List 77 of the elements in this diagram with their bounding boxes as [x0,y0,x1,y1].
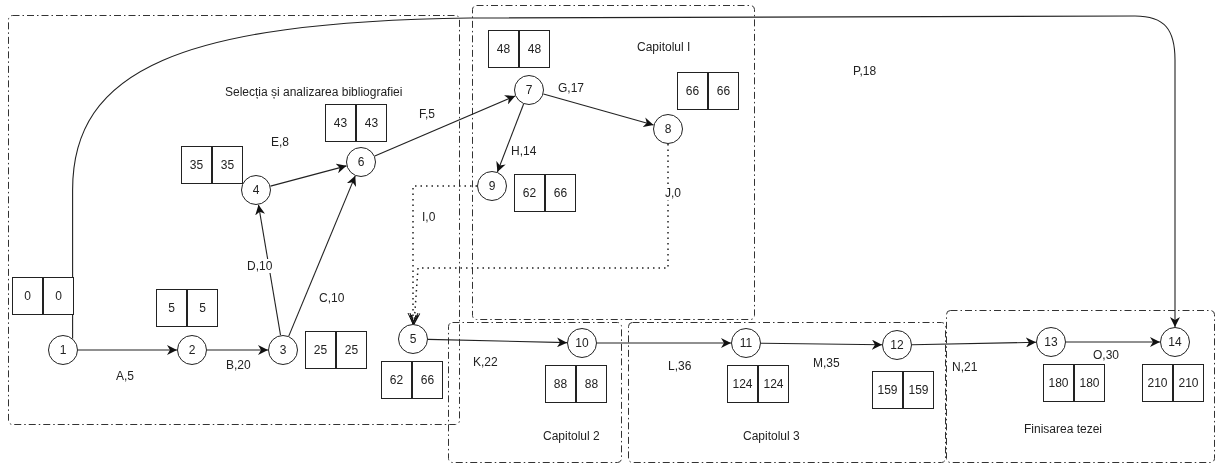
edge-label: N,21 [951,360,979,374]
arrow [269,163,348,187]
group-title: Capitolul I [637,40,691,54]
group-title: Capitolul 3 [743,429,800,443]
edge-label: J,0 [664,186,682,200]
time-box: 5 [187,289,218,327]
time-box: 66 [708,72,739,110]
edge-label: H,14 [510,144,538,158]
arrow [288,175,357,337]
group-title: Capitolul 2 [543,429,600,443]
time-box: 25 [336,331,367,369]
time-box: 35 [181,146,212,184]
time-box: 0 [43,277,74,315]
event-circle: 3 [268,335,298,365]
time-box: 48 [519,30,550,68]
arrow [206,345,269,355]
arrow [760,339,883,350]
time-box: 5 [156,289,187,327]
group-title: Selecția și analizarea bibliografiei [225,85,403,99]
event-circle: 5 [398,324,428,354]
time-box: 88 [576,365,607,403]
event-circle: 1 [48,335,78,365]
group-title: Finisarea tezei [1024,422,1103,436]
arrow [427,337,568,348]
edge-label: F,5 [418,107,436,121]
arrow [255,204,282,336]
time-box: 48 [488,30,519,68]
event-circle: 13 [1036,327,1066,357]
edge-label: E,8 [270,135,290,149]
time-box: 124 [727,365,758,403]
time-box: 25 [305,331,336,369]
time-box: 35 [212,146,243,184]
time-box: 66 [677,72,708,110]
event-circle: 4 [241,175,271,205]
time-box: 62 [514,174,545,212]
arrow [77,345,178,355]
time-box: 180 [1074,364,1105,402]
time-box: 180 [1043,364,1074,402]
time-box: 43 [325,104,356,142]
arrow [72,15,1180,340]
time-box: 66 [545,174,576,212]
edge-label: P,18 [852,64,878,78]
arrow [542,93,655,128]
event-circle: 12 [882,330,912,360]
time-box: 210 [1173,364,1204,402]
time-box: 88 [545,365,576,403]
edge-label: C,10 [318,291,346,305]
edge-label: D,10 [246,259,274,273]
time-box: 159 [872,371,903,409]
edge-label: K,22 [472,355,499,369]
time-box: 159 [903,371,934,409]
time-box: 210 [1142,364,1173,402]
arrow [496,103,525,173]
edge-label: L,36 [667,359,693,373]
time-box: 66 [412,361,443,399]
event-circle: 11 [731,328,761,358]
edge-label: G,17 [557,81,585,95]
arrow [911,337,1037,348]
edge-label: M,35 [812,356,841,370]
event-circle: 14 [1160,327,1190,357]
event-circle: 10 [567,328,597,358]
time-box: 62 [381,361,412,399]
edge-label: O,30 [1092,348,1120,362]
edge-label: A,5 [115,369,135,383]
arrow [596,338,732,348]
edge-label: B,20 [225,358,252,372]
time-box: 0 [12,277,43,315]
time-box: 43 [356,104,387,142]
event-circle: 6 [346,147,376,177]
event-circle: 7 [514,75,544,105]
edge-label: I,0 [421,210,437,224]
time-box: 124 [758,365,789,403]
event-circle: 9 [477,171,507,201]
arrow [1065,337,1161,347]
event-circle: 8 [653,114,683,144]
event-circle: 2 [177,335,207,365]
arrow [374,95,516,157]
